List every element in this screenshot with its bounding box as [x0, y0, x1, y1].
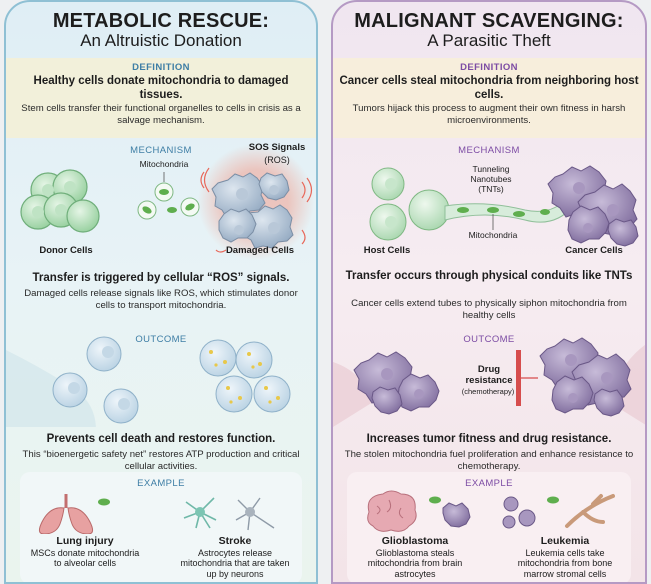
left-outcome-illustration — [6, 336, 291, 427]
glioblastoma-text: Glioblastoma steals mitochondria from br… — [367, 548, 463, 579]
left-outcome-heading: Prevents cell death and restores functio… — [46, 433, 276, 445]
left-definition-label: DEFINITION — [132, 62, 190, 73]
right-mechanism-illustration — [369, 165, 639, 247]
right-title: MALIGNANT SCAVENGING: — [354, 10, 624, 32]
neuron-icon — [183, 497, 275, 531]
damaged-cells-cluster — [211, 172, 294, 249]
metabolic-rescue-panel: METABOLIC RESCUE: An Altruistic Donation… — [4, 0, 318, 584]
right-definition-band — [333, 58, 645, 138]
left-definition-band — [6, 58, 316, 138]
drug-label-2: resistance — [465, 375, 513, 386]
donor-cells-label: Donor Cells — [39, 245, 93, 256]
tumor-cluster-right — [539, 337, 632, 417]
left-mechanism-heading: Transfer is triggered by cellular “ROS” … — [32, 272, 290, 284]
tumor-cluster-left — [353, 351, 440, 415]
right-example-label: EXAMPLE — [465, 478, 513, 489]
ros-label: (ROS) — [264, 155, 290, 165]
left-title: METABOLIC RESCUE: — [52, 10, 270, 32]
glioblastoma-title: Glioblastoma — [381, 535, 449, 547]
right-subtitle: A Parasitic Theft — [427, 31, 551, 50]
drug-barrier-bar — [516, 350, 521, 406]
right-mechanism-text: Cancer cells extend tubes to physically … — [351, 298, 627, 321]
drug-label-3: (chemotherapy) — [461, 387, 515, 396]
sos-signals-label: SOS Signals — [248, 142, 306, 153]
brain-icon — [367, 490, 471, 532]
rescued-cells — [52, 336, 291, 424]
leukemia-title: Leukemia — [540, 535, 590, 547]
leukemia-text: Leukemia cells take mitochondria from bo… — [517, 548, 613, 579]
right-mechanism-heading: Transfer occurs through physical conduit… — [345, 270, 633, 282]
tnt-label-1: Tunneling — [472, 164, 510, 174]
right-mechanism-label: MECHANISM — [458, 145, 520, 156]
left-outcome-label: OUTCOME — [135, 334, 187, 345]
damaged-cells-label: Damaged Cells — [225, 245, 295, 256]
tnt-label-3: (TNTs) — [478, 184, 504, 194]
left-definition-text: Stem cells transfer their functional org… — [21, 103, 301, 126]
cancer-cells-cluster — [547, 165, 639, 247]
right-outcome-heading: Increases tumor fitness and drug resista… — [366, 433, 612, 445]
left-example-label: EXAMPLE — [137, 478, 185, 489]
left-subtitle: An Altruistic Donation — [80, 31, 242, 50]
drug-label-1: Drug — [477, 364, 501, 375]
right-mito-label: Mitochondria — [468, 230, 518, 240]
right-outcome-label: OUTCOME — [463, 334, 515, 345]
right-title-block: MALIGNANT SCAVENGING: A Parasitic Theft — [333, 11, 645, 50]
right-definition-label: DEFINITION — [460, 62, 518, 73]
left-definition-heading: Healthy cells donate mitochondria to dam… — [33, 75, 289, 101]
left-outcome-text: This “bioenergetic safety net” restores … — [22, 449, 300, 472]
right-example-box: EXAMPLE Glioblastoma Glioblastoma steals… — [347, 472, 631, 582]
left-mechanism-text: Damaged cells release signals like ROS, … — [24, 288, 298, 311]
lung-icon — [38, 494, 110, 534]
left-mechanism-illustration — [20, 144, 314, 260]
host-cells-cluster — [369, 167, 450, 241]
left-title-block: METABOLIC RESCUE: An Altruistic Donation — [6, 11, 316, 50]
stroke-text: Astrocytes release mitochondria that are… — [180, 548, 290, 579]
mitochondria-group — [137, 172, 200, 220]
right-outcome-illustration — [333, 337, 645, 427]
lung-injury-text: MSCs donate mitochondria to alveolar cel… — [30, 548, 140, 569]
right-outcome-text: The stolen mitochondria fuel proliferati… — [344, 449, 634, 472]
left-mito-label: Mitochondria — [139, 159, 189, 169]
left-example-box: EXAMPLE Lung injury MSCs donate mitochon… — [20, 472, 302, 582]
right-definition-heading: Cancer cells steal mitochondria from nei… — [339, 75, 639, 101]
cancer-cells-label: Cancer Cells — [565, 245, 623, 256]
lung-injury-title: Lung injury — [56, 535, 114, 547]
host-cells-label: Host Cells — [363, 245, 411, 256]
tnt-label-2: Nanotubes — [470, 174, 512, 184]
stroke-title: Stroke — [218, 535, 252, 547]
leukemia-icon — [502, 494, 615, 529]
malignant-scavenging-panel: MALIGNANT SCAVENGING: A Parasitic Theft … — [331, 0, 647, 584]
right-definition-text: Tumors hijack this process to augment th… — [352, 103, 626, 126]
left-mechanism-label: MECHANISM — [130, 145, 192, 156]
donor-cells-cluster — [20, 169, 100, 233]
